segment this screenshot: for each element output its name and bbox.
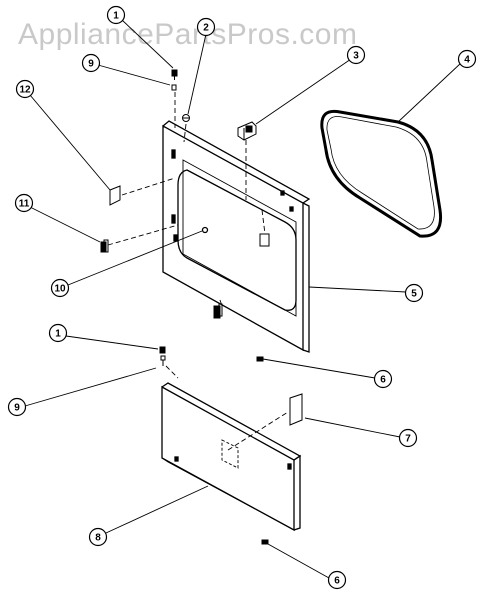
svg-text:10: 10 <box>54 284 66 295</box>
svg-text:9: 9 <box>14 403 20 414</box>
callout-2: 2 <box>196 17 216 37</box>
svg-text:1: 1 <box>55 329 61 340</box>
watermark: AppliancePartsPros.com <box>18 18 358 51</box>
small-plate-12 <box>109 185 121 206</box>
svg-text:6: 6 <box>334 576 340 587</box>
callout-9-top: 9 <box>81 53 101 73</box>
small-bracket <box>213 303 223 319</box>
svg-text:6: 6 <box>380 375 386 386</box>
callout-7: 7 <box>398 428 418 448</box>
callout-11: 11 <box>14 193 34 213</box>
lower-kick-panel <box>161 382 302 532</box>
callout-3: 3 <box>346 45 366 65</box>
callout-10: 10 <box>50 278 70 298</box>
svg-text:12: 12 <box>19 85 31 96</box>
callout-12: 12 <box>15 79 35 99</box>
svg-text:3: 3 <box>353 51 359 62</box>
callout-8: 8 <box>88 527 108 547</box>
svg-text:1: 1 <box>113 11 119 22</box>
clip-11 <box>100 239 109 253</box>
callout-4: 4 <box>457 49 477 69</box>
callout-6-upper: 6 <box>373 369 393 389</box>
svg-text:8: 8 <box>95 533 101 544</box>
assembly-lines <box>107 92 289 451</box>
callout-9-lower: 9 <box>7 397 27 417</box>
svg-text:4: 4 <box>464 55 470 66</box>
screw-lower <box>159 346 269 545</box>
latch-bracket <box>237 121 257 141</box>
callout-1-lower: 1 <box>48 323 68 343</box>
callout-1-top: 1 <box>106 5 126 25</box>
hinge-pin-2 <box>182 114 190 122</box>
label-plate-7 <box>289 393 303 426</box>
svg-text:2: 2 <box>203 23 209 34</box>
callout-5: 5 <box>404 283 424 303</box>
svg-text:7: 7 <box>405 434 411 445</box>
leader-lines <box>24 19 462 579</box>
svg-text:5: 5 <box>411 289 417 300</box>
front-panel-frame <box>162 120 311 353</box>
latch-mount <box>259 233 270 247</box>
screw-upper <box>171 69 178 91</box>
svg-text:11: 11 <box>19 199 30 210</box>
door-seal <box>320 109 443 238</box>
callout-6-lower: 6 <box>327 570 347 590</box>
svg-text:9: 9 <box>88 59 94 70</box>
